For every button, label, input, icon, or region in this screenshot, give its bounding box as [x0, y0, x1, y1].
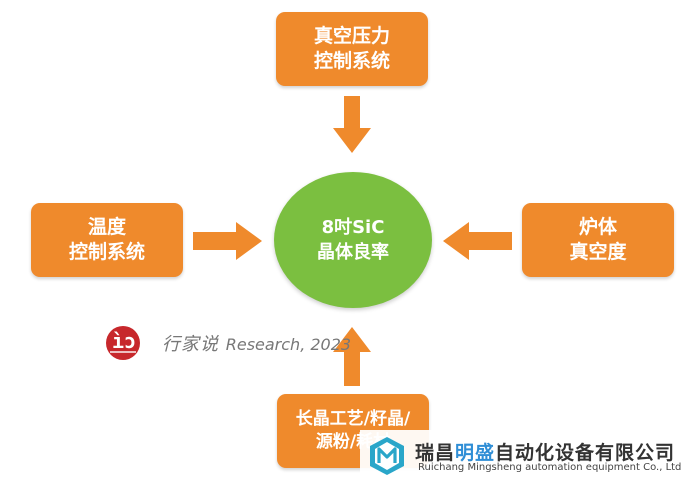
watermark-logo-icon: ìɔ — [106, 326, 140, 360]
node-top-line2: 控制系统 — [313, 50, 390, 72]
watermark: ìɔ 行家说 Research, 2023 — [106, 325, 351, 361]
company-english-name: Ruichang Mingsheng automation equipment … — [418, 462, 682, 473]
node-vacuum-pressure-control: 真空压力 控制系统 — [276, 12, 428, 86]
node-left-line2: 控制系统 — [68, 241, 145, 263]
node-furnace-vacuum: 炉体 真空度 — [522, 203, 674, 277]
node-left-line1: 温度 — [87, 216, 126, 238]
arrow-right-left — [443, 222, 512, 260]
company-name-accent: 明盛 — [455, 442, 496, 464]
watermark-text: 行家说 Research, 2023 — [162, 330, 351, 356]
watermark-chinese: 行家说 — [162, 334, 219, 355]
node-right-line2: 真空度 — [569, 241, 627, 263]
arrow-bottom-up — [333, 327, 371, 386]
center-line1: 8吋SiC — [321, 217, 385, 238]
company-name-part1: 瑞昌 — [415, 442, 456, 464]
company-name: 瑞昌明盛自动化设备有限公司 — [415, 438, 675, 465]
company-name-part2: 自动化设备有限公司 — [495, 442, 676, 464]
node-right-line1: 炉体 — [578, 216, 617, 238]
arrow-left-right — [193, 222, 262, 260]
node-temperature-control: 温度 控制系统 — [31, 203, 183, 277]
center-line2: 晶体良率 — [317, 242, 389, 263]
watermark-english: Research, 2023 — [225, 335, 352, 354]
arrow-top-down — [333, 96, 371, 153]
node-bottom-line1: 长晶工艺/籽晶/ — [295, 409, 411, 429]
company-banner: 瑞昌明盛自动化设备有限公司 Ruichang Mingsheng automat… — [360, 430, 692, 480]
node-top-line1: 真空压力 — [313, 25, 390, 47]
company-logo-icon — [370, 437, 404, 475]
center-node-crystal-yield: 8吋SiC 晶体良率 — [274, 172, 432, 308]
